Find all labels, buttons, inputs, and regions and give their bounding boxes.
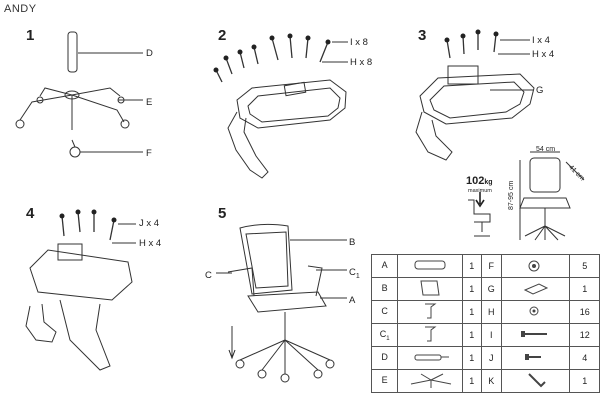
mechanism-drawing [447, 65, 479, 85]
gas-lift-drawing [67, 31, 78, 73]
armrest-icon [397, 323, 463, 347]
step-2-number: 2 [218, 27, 227, 44]
part-quantity: 12 [569, 323, 600, 347]
part-quantity: 1 [461, 346, 482, 370]
part-quantity: 1 [461, 277, 482, 301]
part-quantity: 1 [461, 369, 482, 393]
part-quantity: 4 [569, 346, 600, 370]
step-3-label-i: I x 4 [532, 35, 550, 46]
step-1-label-d: D [146, 48, 153, 59]
part-letter: I [480, 323, 502, 347]
part-quantity: 1 [569, 369, 600, 393]
part-letter: C [370, 300, 399, 324]
part-quantity: 1 [461, 323, 482, 347]
part-letter: D [370, 346, 399, 370]
armrest-icon [397, 300, 463, 324]
step-2-label-h: H x 8 [350, 57, 373, 68]
short-bolt-icon [500, 346, 571, 370]
step-2-illustration [213, 33, 348, 179]
backrest-icon [397, 277, 463, 301]
part-quantity: 1 [461, 254, 482, 278]
washer-icon [500, 300, 571, 324]
full-chair-base [239, 339, 331, 374]
full-chair-backrest [239, 223, 293, 295]
part-letter: A [370, 254, 399, 278]
part-quantity: 1 [569, 277, 600, 301]
step-4-label-h: H x 4 [139, 238, 162, 249]
step-5-number: 5 [218, 205, 227, 222]
part-quantity: 1 [461, 300, 482, 324]
part-letter: K [480, 369, 502, 393]
long-bolt-icon [500, 323, 571, 347]
dimension-drawing [468, 151, 585, 241]
caster-icon [500, 254, 571, 278]
backrest-bar-drawing [59, 299, 111, 371]
dim-backrest [529, 157, 561, 193]
full-chair-armrests [227, 265, 323, 297]
step-3-label-h: H x 4 [532, 49, 555, 60]
step-5-label-a: A [349, 295, 356, 306]
part-quantity: 16 [569, 300, 600, 324]
step-3-label-g: G [536, 85, 544, 96]
step-3-number: 3 [418, 27, 427, 44]
step-4-number: 4 [26, 205, 35, 222]
step-1-label-e: E [146, 97, 153, 108]
part-letter: E [370, 369, 399, 393]
seat-drawing [236, 79, 347, 129]
full-chair-seat [247, 291, 327, 313]
part-letter: G [480, 277, 502, 301]
caster-drawing [69, 146, 81, 158]
step-5-illustration [216, 223, 347, 383]
part-quantity: 5 [569, 254, 600, 278]
seat-bottom-drawing [29, 249, 133, 301]
step-5-label-c1: C1 [349, 267, 360, 280]
part-letter: B [370, 277, 399, 301]
seat-underside-drawing [419, 73, 535, 125]
step-1-number: 1 [26, 27, 35, 44]
weight-caption: maximum [468, 188, 492, 194]
step-4-illustration [25, 209, 136, 371]
weight-value: 102kg [466, 175, 493, 187]
step-1-label-f: F [146, 148, 152, 159]
step-4-label-j: J x 4 [139, 218, 160, 229]
step-5-label-b: B [349, 237, 356, 248]
step-3-illustration [415, 29, 535, 161]
star-base-icon [397, 369, 463, 393]
step-1-illustration [15, 31, 143, 158]
dim-width-label: 54 cm [536, 146, 556, 153]
part-letter: C1 [370, 323, 399, 347]
part-letter: J [480, 346, 502, 370]
gas-lift-icon [397, 346, 463, 370]
step-5-label-c: C [205, 270, 212, 281]
mechanism-icon [500, 277, 571, 301]
part-letter: H [480, 300, 502, 324]
weight-chair-icon [468, 199, 491, 237]
step-2-label-i: I x 8 [350, 37, 368, 48]
part-letter: F [480, 254, 502, 278]
allen-key-icon [500, 369, 571, 393]
seat-icon [397, 254, 463, 278]
document-title: ANDY [4, 3, 37, 15]
